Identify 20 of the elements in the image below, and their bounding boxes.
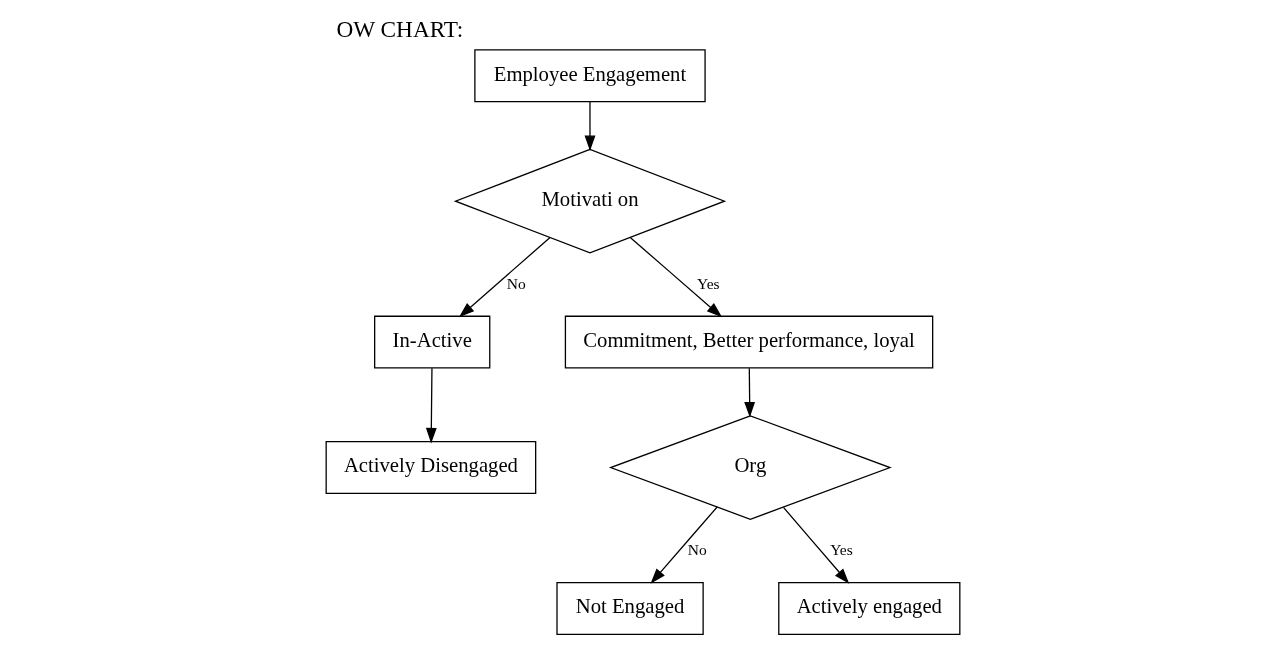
edge-label: Yes [696,274,720,292]
edge-label: Yes [829,540,853,558]
arrow [425,367,437,444]
arrow [782,506,849,584]
node-box: Actively Disengaged [325,441,536,495]
node-box: Employee Engagement [473,49,706,103]
node-diamond: Motivati on [453,148,726,254]
arrow [458,237,550,318]
node-box: In-Active [373,315,490,369]
edge-label: No [687,540,707,558]
arrow [650,506,718,584]
arrow [584,101,595,152]
node-box: Commitment, Better performance, loyal [564,315,933,369]
node-diamond: Org [608,415,892,520]
diagram-title: OW CHART: [335,16,463,43]
edge-label: No [506,274,526,292]
node-box: Actively engaged [777,582,960,635]
node-box: Not Engaged [555,582,704,635]
arrow [629,237,722,318]
arrow [743,367,755,418]
